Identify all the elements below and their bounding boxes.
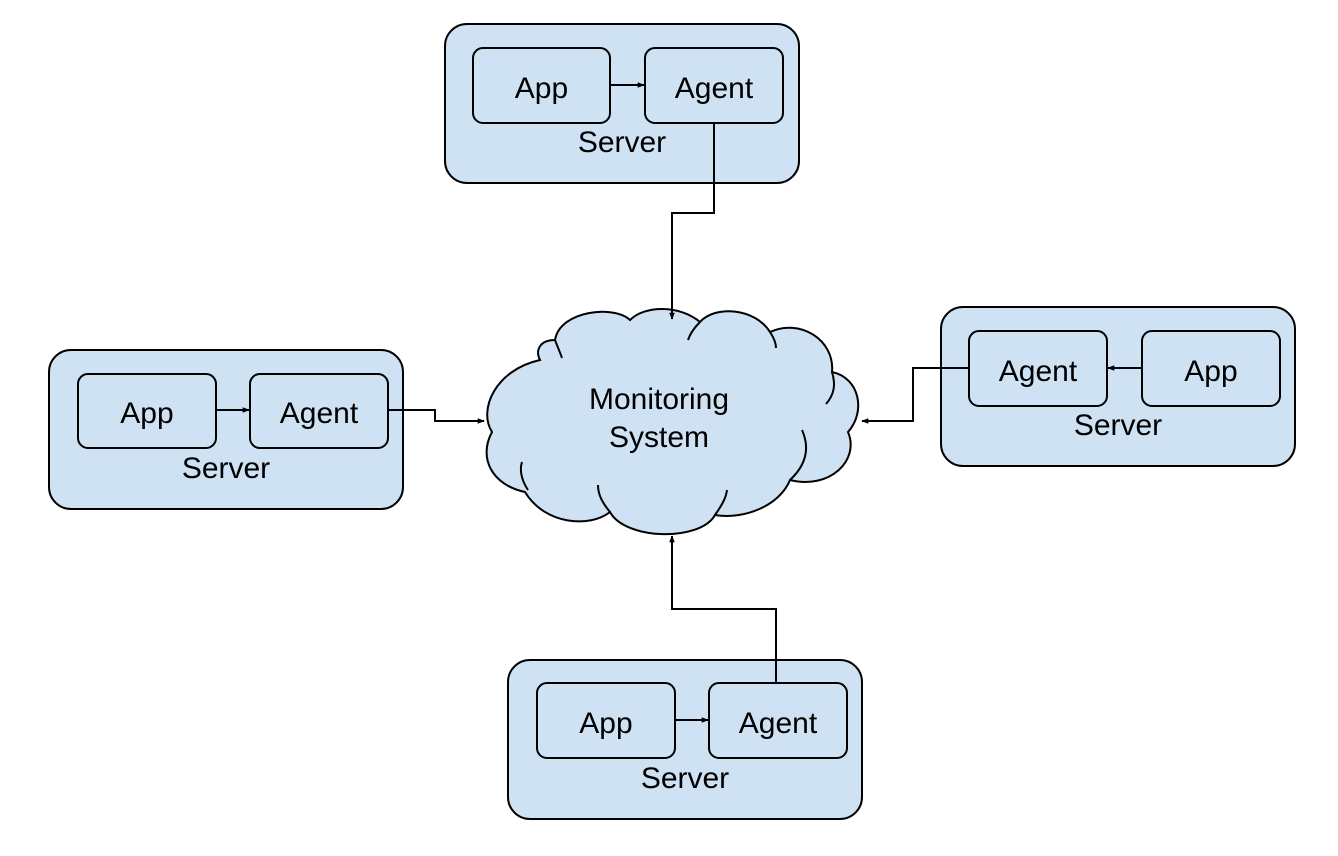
server-top-label: Server — [578, 126, 666, 159]
server-left: App Agent Server — [48, 349, 404, 510]
server-right-label: Server — [1074, 409, 1162, 442]
server-top-app-label: App — [515, 72, 568, 105]
server-bottom-app-label: App — [579, 707, 632, 740]
cloud-shape — [485, 308, 860, 536]
cloud-label-line2: System — [609, 421, 709, 454]
connector-top-agent-to-cloud — [669, 123, 715, 320]
cloud-curve-1 — [519, 461, 529, 491]
server-left-app-label: App — [120, 397, 173, 430]
server-left-agent-label: Agent — [280, 397, 359, 430]
connector-bottom-agent-to-cloud — [669, 535, 777, 683]
connector-left-agent-to-cloud — [388, 409, 485, 424]
server-top-agent-label: Agent — [675, 72, 754, 105]
cloud-label-line1: Monitoring — [589, 383, 729, 416]
cloud-curve-8 — [554, 339, 563, 359]
server-bottom-label: Server — [641, 762, 729, 795]
cloud-curve-6 — [769, 331, 777, 349]
monitoring-system-cloud: Monitoring System — [485, 308, 860, 536]
server-right: Agent App Server — [940, 306, 1296, 467]
cloud-curve-5 — [825, 371, 835, 405]
server-bottom-agent-label: Agent — [739, 707, 818, 740]
cloud-curve-4 — [789, 429, 807, 481]
server-left-label: Server — [182, 452, 270, 485]
cloud-curve-2 — [597, 484, 611, 513]
server-bottom-agent-box — [708, 682, 848, 759]
server-right-agent-label: Agent — [999, 355, 1078, 388]
cloud-curve-7 — [687, 321, 701, 341]
server-right-app-label: App — [1184, 355, 1237, 388]
cloud-curve-3 — [714, 489, 728, 516]
server-top: App Agent Server — [444, 23, 800, 184]
connector-right-agent-to-cloud — [861, 367, 969, 424]
server-bottom: App Agent Server — [507, 659, 863, 820]
